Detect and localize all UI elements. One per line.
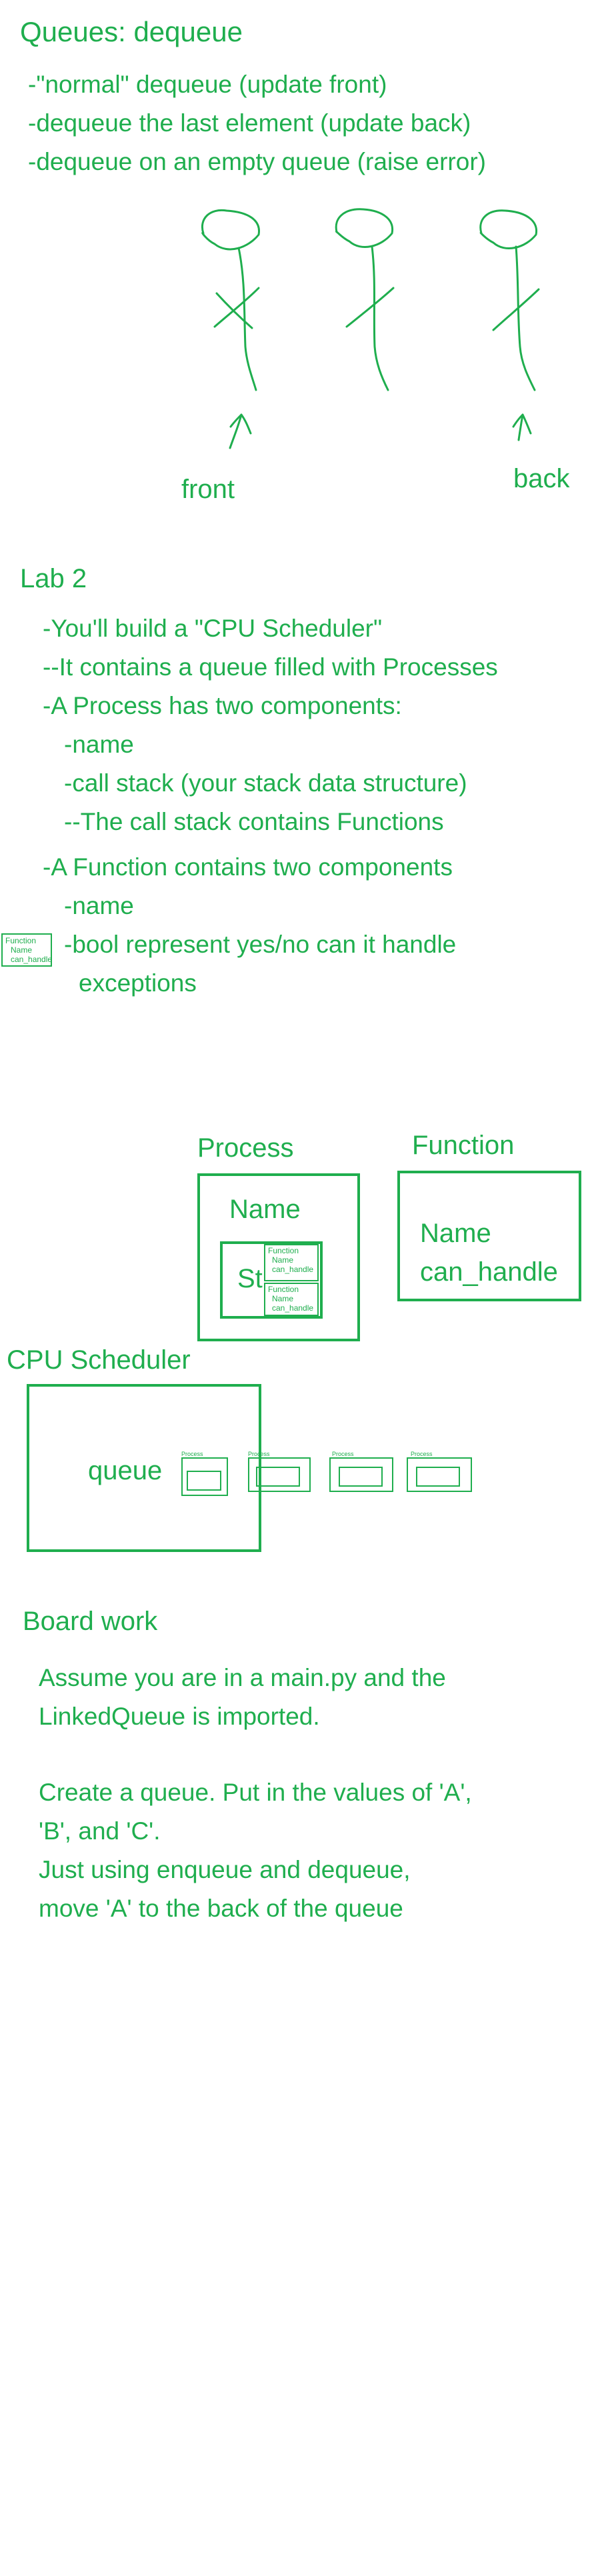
front-arrow-icon (229, 413, 252, 449)
board-line-move-a: move 'A' to the back of the queue (39, 1895, 403, 1922)
queue-process-1-label: Process (181, 1451, 203, 1457)
queue-process-4-box (407, 1457, 472, 1492)
board-line-create-queue: Create a queue. Put in the values of 'A'… (39, 1779, 472, 1806)
person-front-drawing (201, 209, 260, 391)
bullet-normal-dequeue: -"normal" dequeue (update front) (28, 71, 387, 98)
function-name: Name (420, 1219, 491, 1248)
queues-title: Queues: dequeue (20, 16, 243, 47)
process-name: Name (229, 1195, 301, 1224)
queue-process-1-box (181, 1457, 228, 1496)
stack-function-name: Name (272, 1255, 294, 1265)
cpu-scheduler-box (27, 1384, 261, 1552)
queue-process-1-stack (187, 1471, 221, 1491)
lab-line-cpu-scheduler: -You'll build a "CPU Scheduler" (43, 615, 383, 642)
stack-function-title-2: Function (268, 1285, 299, 1294)
queue-process-2-label: Process (248, 1451, 270, 1457)
queue-process-2-stack (256, 1467, 300, 1487)
queue-label: queue (88, 1456, 163, 1485)
mini-function-name: Name (11, 945, 33, 955)
lab-line-bool: -bool represent yes/no can it handle (64, 931, 457, 958)
function-label: Function (412, 1131, 515, 1160)
queue-process-3-stack (339, 1467, 383, 1487)
process-box (197, 1173, 360, 1341)
queue-process-2-box (248, 1457, 311, 1492)
process-label: Process (197, 1133, 294, 1163)
board-work-title: Board work (23, 1607, 158, 1636)
stack-text: St (237, 1264, 263, 1293)
stack-function-card-bottom: Function Name can_handle (264, 1283, 319, 1316)
bullet-dequeue-empty: -dequeue on an empty queue (raise error) (28, 148, 486, 175)
stack-function-can-handle-2: can_handle (272, 1303, 314, 1313)
stack-function-name-2: Name (272, 1294, 294, 1303)
queue-process-4-stack (416, 1467, 460, 1487)
bullet-dequeue-last: -dequeue the last element (update back) (28, 109, 471, 137)
lab-line-queue-processes: --It contains a queue filled with Proces… (43, 653, 498, 681)
mini-function-card: Function Name can_handle (1, 933, 52, 967)
stack-function-title: Function (268, 1246, 299, 1255)
function-can-handle: can_handle (420, 1257, 558, 1287)
lab-line-function-components: -A Function contains two components (43, 853, 453, 881)
board-line-values: 'B', and 'C'. (39, 1817, 161, 1845)
back-label: back (513, 464, 570, 493)
lab-title: Lab 2 (20, 564, 87, 593)
stack-function-can-handle: can_handle (272, 1265, 314, 1274)
lab-line-function-name: -name (64, 892, 134, 919)
board-line-just-using: Just using enqueue and dequeue, (39, 1856, 411, 1883)
lab-line-call-stack: -call stack (your stack data structure) (64, 769, 467, 797)
stack-function-card-top: Function Name can_handle (264, 1244, 319, 1281)
lab-line-stack-functions: --The call stack contains Functions (64, 808, 444, 835)
cpu-scheduler-label: CPU Scheduler (7, 1345, 191, 1375)
queue-process-3-label: Process (332, 1451, 354, 1457)
lab-line-process-components: -A Process has two components: (43, 692, 402, 719)
lab-line-process-name: -name (64, 731, 134, 758)
queue-people-drawing (201, 208, 540, 449)
person-middle-drawing (335, 208, 395, 391)
call-stack-box (220, 1241, 323, 1319)
function-box (397, 1171, 581, 1301)
mini-function-title: Function (5, 936, 37, 945)
queue-process-4-label: Process (411, 1451, 433, 1457)
person-back-drawing (479, 209, 540, 391)
board-line-assume: Assume you are in a main.py and the (39, 1664, 446, 1691)
board-line-linkedqueue: LinkedQueue is imported. (39, 1703, 320, 1730)
mini-function-can-handle: can_handle (11, 955, 53, 964)
back-arrow-icon (512, 413, 532, 441)
lab-line-exceptions: exceptions (79, 969, 197, 997)
queue-process-3-box (329, 1457, 393, 1492)
front-label: front (181, 475, 235, 504)
